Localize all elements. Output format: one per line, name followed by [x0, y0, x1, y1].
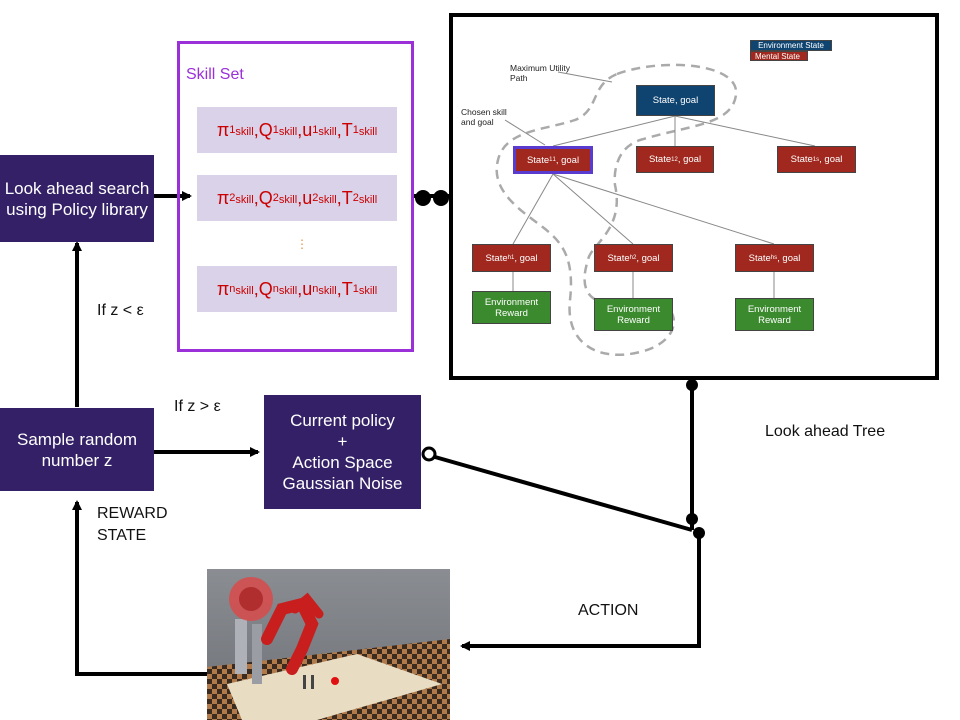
chosen-skill-label: Chosen skill and goal	[461, 107, 507, 127]
skill-set-title: Skill Set	[186, 66, 244, 83]
plus-label: +	[337, 432, 348, 451]
action-label: ACTION	[578, 602, 639, 619]
legend-environment-state: Environment State	[750, 40, 832, 51]
skill-set-panel	[177, 41, 414, 352]
lookahead-tree-label: Look ahead Tree	[765, 423, 886, 440]
sample-random-box[interactable]: Sample random number z	[0, 408, 154, 491]
current-policy-label: Current policy	[290, 411, 395, 430]
lookahead-search-box[interactable]: Look ahead search using Policy library	[0, 155, 154, 242]
current-policy-box[interactable]: Current policy + Action Space Gaussian N…	[264, 395, 421, 509]
legend-mental-state: Mental State	[750, 51, 808, 61]
robot-scene-image	[207, 569, 450, 720]
reward-label: REWARD	[97, 505, 168, 522]
gaussian-noise-label: Action Space Gaussian Noise	[282, 453, 403, 493]
max-utility-label: Maximum Utility Path	[510, 63, 570, 83]
dumbbell-connector-icon	[415, 190, 431, 206]
state-label: STATE	[97, 527, 147, 544]
if-greater-label: If z > ε	[174, 398, 221, 415]
if-less-label: If z < ε	[97, 302, 144, 319]
tree-root-node[interactable]: State, goal	[636, 85, 715, 116]
skill-ellipsis: ⋮	[296, 237, 308, 251]
lookahead-search-label: Look ahead search using Policy library	[4, 178, 150, 219]
sample-random-label: Sample random number z	[16, 429, 137, 470]
